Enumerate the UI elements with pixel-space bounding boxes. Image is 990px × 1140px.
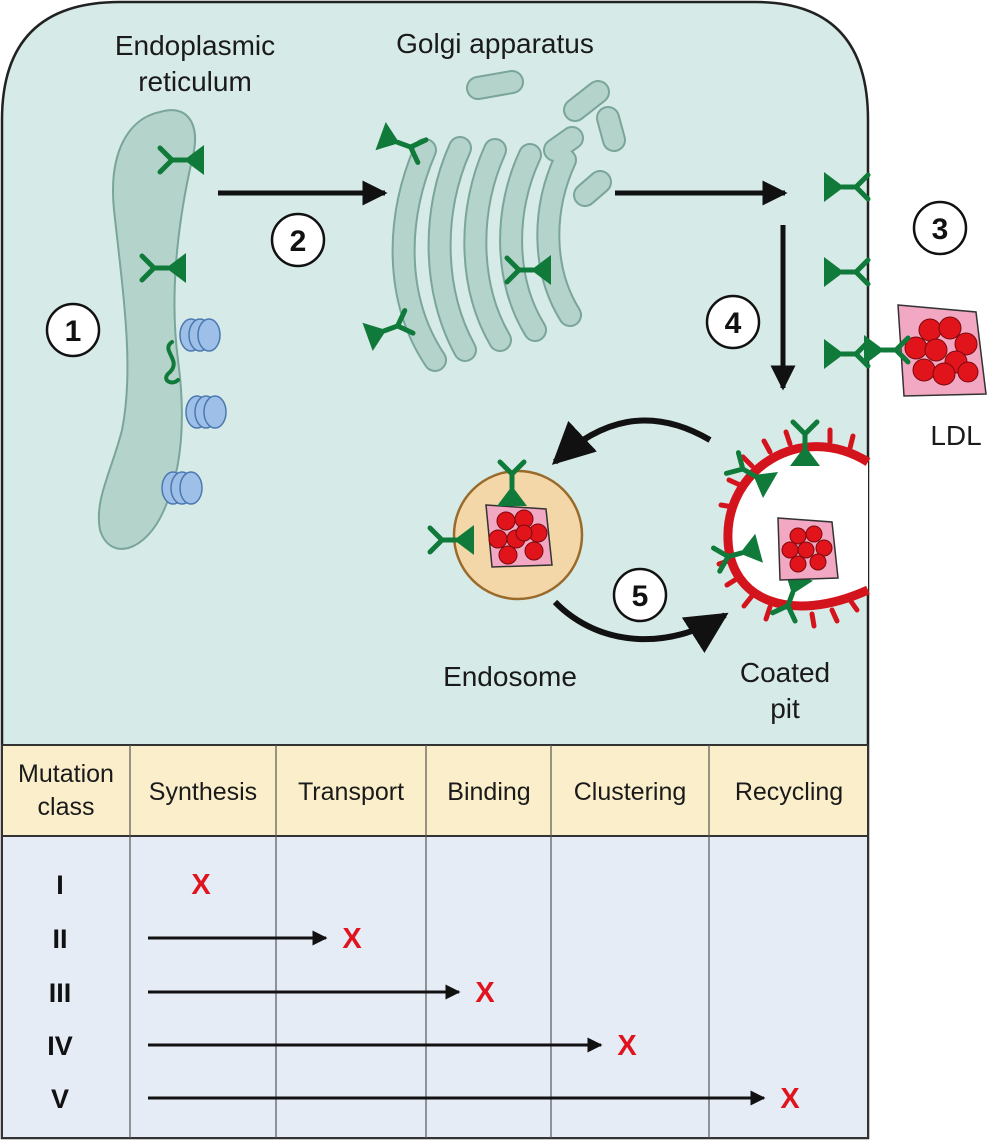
header-recycling: Recycling — [735, 778, 843, 806]
step-badge-1: 1 — [45, 302, 101, 358]
row-class-IV: IV — [47, 1031, 73, 1061]
row-block-mark-II: X — [342, 923, 362, 955]
row-class-V: V — [51, 1084, 69, 1114]
table-rows: I X II X III X IV X V X — [47, 869, 800, 1115]
step-badge-2: 2 — [270, 212, 326, 268]
endosome-label: Endosome — [443, 661, 577, 692]
coated-pit-label-line1: Coated — [740, 657, 830, 688]
row-block-mark-I: X — [191, 869, 211, 901]
step-badge-3: 3 — [912, 200, 968, 256]
coated-pit-label-line2: pit — [770, 693, 800, 724]
arrow-pit-to-endosome — [551, 417, 712, 465]
ribosome-1 — [179, 318, 221, 352]
step-badge-4: 4 — [705, 294, 761, 350]
svg-text:3: 3 — [932, 213, 949, 246]
row-class-III: III — [49, 978, 72, 1008]
header-transport: Transport — [298, 778, 404, 806]
golgi-apparatus — [362, 70, 626, 372]
golgi-label: Golgi apparatus — [396, 28, 594, 59]
header-mutation-class-line2: class — [38, 793, 95, 821]
mutation-class-table: Mutation class Synthesis Transport Bindi… — [1, 744, 869, 1139]
table-header-band — [2, 745, 868, 836]
header-synthesis: Synthesis — [149, 778, 257, 806]
ribosome-3 — [161, 471, 203, 505]
svg-text:4: 4 — [725, 307, 742, 340]
er-label-line2: reticulum — [138, 66, 252, 97]
coated-pit — [713, 422, 871, 629]
header-mutation-class-line1: Mutation — [18, 760, 114, 788]
arrow-endosome-to-pit — [552, 599, 729, 653]
row-class-II: II — [52, 924, 67, 954]
row-block-mark-IV: X — [617, 1030, 637, 1062]
endoplasmic-reticulum — [97, 109, 227, 550]
svg-text:2: 2 — [290, 225, 307, 258]
row-class-I: I — [56, 870, 64, 900]
header-binding: Binding — [447, 778, 530, 806]
svg-text:1: 1 — [65, 315, 82, 348]
table-body — [2, 836, 868, 1138]
svg-text:5: 5 — [632, 580, 649, 613]
row-block-mark-V: X — [780, 1083, 800, 1115]
er-label-line1: Endoplasmic — [115, 30, 275, 61]
step-badge-5: 5 — [612, 567, 668, 623]
header-clustering: Clustering — [574, 778, 687, 806]
ldl-label: LDL — [930, 420, 981, 451]
ribosome-2 — [185, 395, 227, 429]
ldl-particle — [864, 304, 987, 397]
row-block-mark-III: X — [475, 977, 495, 1009]
nascent-chain — [164, 340, 180, 385]
endosome — [430, 462, 584, 601]
